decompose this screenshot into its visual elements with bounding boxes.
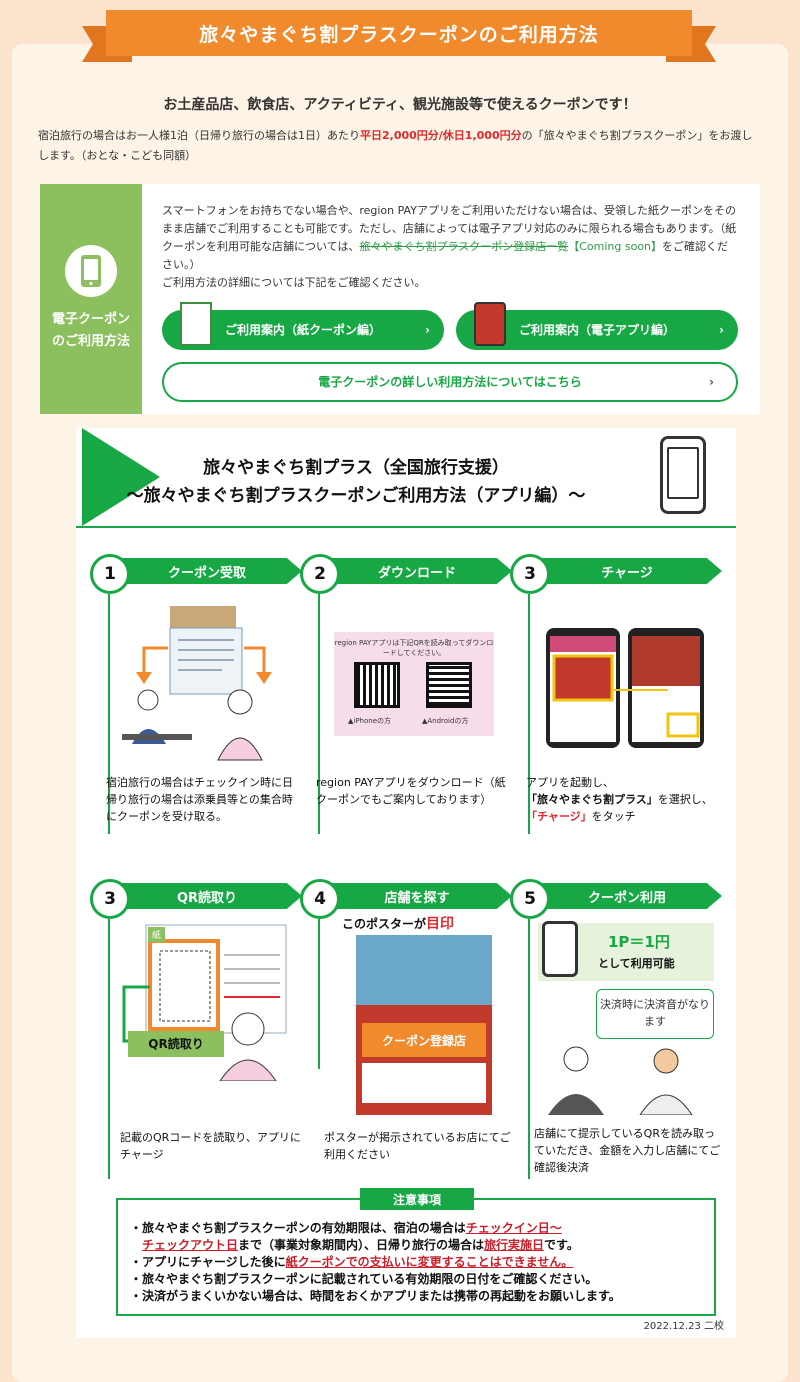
poster-title: クーポン登録店 — [362, 1023, 486, 1057]
charge-phones-illustration — [544, 626, 708, 750]
notes-title: 注意事項 — [360, 1188, 474, 1210]
chevron-right-icon: › — [719, 323, 724, 337]
guide-header: 旅々やまぐち割プラス（全国旅行支援）～旅々やまぐち割プラスクーポンご利用方法（ア… — [76, 428, 736, 528]
app-guide-flyer: 旅々やまぐち割プラス（全国旅行支援）～旅々やまぐち割プラスクーポンご利用方法（ア… — [76, 428, 736, 1338]
smartphone-outline-icon — [660, 436, 706, 514]
store-poster: クーポン登録店 — [356, 935, 492, 1115]
step-charge: 3 チャージ アプリを起動し、「旅々やまぐち割プラス」を選択し、を選択し、「チャ… — [496, 546, 722, 851]
step-use-coupon: 5 クーポン利用 1P＝1円 として利用可能 決済時に決済音がなります 店舗にて… — [496, 871, 722, 1179]
step-receive: 1 クーポン受取 宿泊旅行の場合はチェックイン時に日帰り — [76, 546, 302, 851]
download-qr-card: region PAYアプリは下記QRを読み取ってダウンロードしてください。 ▲i… — [334, 632, 494, 736]
smartphone-icon — [65, 245, 117, 297]
title-ribbon: 旅々やまぐち割プラスクーポンのご利用方法 — [82, 10, 716, 62]
chevron-right-icon: › — [709, 375, 714, 389]
step-find-store: 4 店舗を探す このポスターが目印 クーポン登録店 ポスターが掲示されているお店… — [286, 871, 512, 1176]
ecoupon-body: スマートフォンをお持ちでない場合や、region PAYアプリをご利用いただけな… — [142, 184, 760, 414]
iphone-qr-code — [354, 662, 400, 708]
app-guide-button[interactable]: ご利用案内（電子アプリ編） › — [456, 302, 738, 350]
ecoupon-detail-button[interactable]: 電子クーポンの詳しい利用方法についてはこちら › — [162, 362, 738, 402]
android-qr-code — [426, 662, 472, 708]
chevron-right-icon: › — [425, 323, 430, 337]
payment-illustration — [542, 1037, 702, 1116]
lead-text: お土産品店、飲食店、アクティビティ、観光施設等で使えるクーポンです！ — [163, 97, 637, 113]
payment-sound-bubble: 決済時に決済音がなります — [596, 989, 714, 1039]
revision-date: 2022.12.23 二校 — [643, 1321, 724, 1332]
app-thumbnail — [474, 302, 506, 346]
step-qr-read: 3 QR読取り 紙 QR読取り 記載のQRコードを読取り、アプリにチャージ — [76, 871, 302, 1179]
step-download: 2 ダウンロード region PAYアプリは下記QRを読み取ってダウンロードし… — [286, 546, 512, 851]
paper-coupon-thumbnail — [180, 302, 212, 346]
paper-coupon-guide-button[interactable]: ご利用案内（紙クーポン編） › — [162, 302, 444, 350]
qr-read-illustration: 紙 QR読取り — [120, 921, 290, 1082]
intro-desc: 宿泊旅行の場合はお一人様1泊（日帰り旅行の場合は1日）あたり平日2,000円分/… — [38, 129, 753, 162]
ecoupon-side: 電子クーポンのご利用方法 — [40, 184, 142, 414]
ecoupon-side-label: 電子クーポンのご利用方法 — [51, 312, 130, 349]
rate-box: 1P＝1円 として利用可能 — [538, 921, 714, 981]
guide-title: 旅々やまぐち割プラス（全国旅行支援）～旅々やまぐち割プラスクーポンご利用方法（ア… — [126, 458, 586, 506]
qr-card-kami-label: 紙 — [148, 927, 166, 942]
page-title: 旅々やまぐち割プラスクーポンのご利用方法 — [106, 10, 692, 56]
ecoupon-box: 電子クーポンのご利用方法 スマートフォンをお持ちでない場合や、region PA… — [40, 184, 760, 414]
store-list-link[interactable]: 旅々やまぐち割プラスクーポン登録店一覧 — [359, 240, 569, 253]
poster-heading: このポスターが目印 — [342, 916, 455, 932]
notes-box: 注意事項 ・旅々やまぐち割プラスクーポンの有効期限は、宿泊の場合はチェックイン日… — [116, 1188, 716, 1316]
qr-phone-icon — [542, 921, 578, 977]
ecoupon-text: スマートフォンをお持ちでない場合や、region PAYアプリをご利用いただけな… — [162, 204, 737, 289]
guide-button-row: ご利用案内（紙クーポン編） › ご利用案内（電子アプリ編） › — [162, 302, 738, 350]
qr-read-label: QR読取り — [148, 1037, 204, 1051]
receive-illustration — [122, 604, 280, 762]
